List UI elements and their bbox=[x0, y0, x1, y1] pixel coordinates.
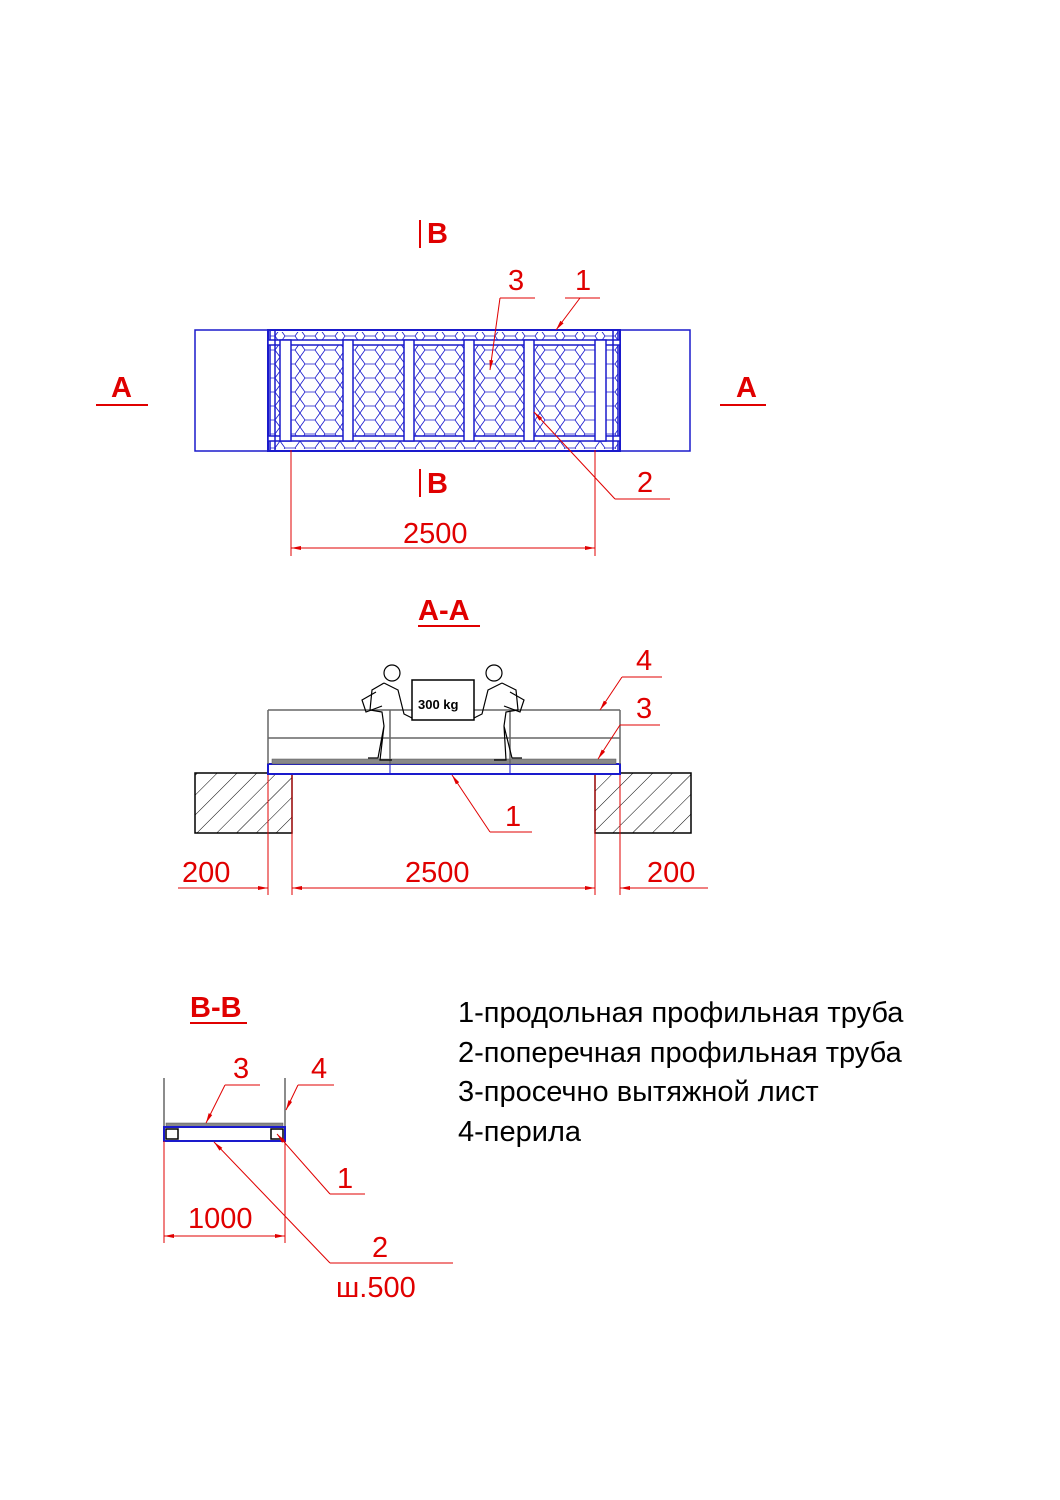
plan-support-right bbox=[617, 329, 691, 452]
aa-dim-left: 200 bbox=[182, 857, 230, 889]
section-mark-a-left: A bbox=[111, 372, 132, 404]
aa-mesh-sheet bbox=[271, 758, 617, 765]
aa-dim-right: 200 bbox=[647, 857, 695, 889]
plan-frame bbox=[267, 329, 621, 452]
section-aa-view: A-A bbox=[178, 595, 708, 895]
load-box bbox=[411, 679, 475, 721]
aa-support-left bbox=[194, 772, 293, 834]
load-label: 300 kg bbox=[418, 697, 459, 712]
legend-item-1: 1-продольная профильная труба bbox=[458, 997, 904, 1029]
section-mark-a-right: A bbox=[736, 372, 757, 404]
bb-transverse-tube bbox=[163, 1126, 286, 1142]
section-bb-view: B-B 3 4 1 2 ш.500 1000 bbox=[163, 992, 453, 1304]
aa-callout-4: 4 bbox=[636, 645, 652, 677]
plan-callout-3: 3 bbox=[508, 265, 524, 297]
legend-item-2: 2-поперечная профильная труба bbox=[458, 1036, 902, 1069]
legend: 1-продольная профильная труба 2-поперечн… bbox=[458, 994, 903, 1152]
aa-dim-span: 2500 bbox=[405, 857, 470, 889]
plan-mesh-deck bbox=[270, 332, 618, 449]
aa-deck-beam bbox=[267, 763, 621, 775]
bb-callout-2: 2 bbox=[372, 1232, 388, 1264]
plan-dim-length: 2500 bbox=[403, 518, 468, 550]
plan-view: A A B B 3 1 2 2500 bbox=[96, 218, 766, 556]
bb-callout-3: 3 bbox=[233, 1053, 249, 1085]
worker-right-figure bbox=[469, 664, 525, 761]
bb-longitudinal-tube-left bbox=[165, 1128, 179, 1140]
plan-longitudinal-tube-bottom bbox=[267, 435, 621, 442]
aa-support-right bbox=[594, 772, 692, 834]
legend-item-4: 4-перила bbox=[458, 1115, 581, 1148]
worker-left-figure bbox=[361, 664, 417, 761]
plan-callout-1: 1 bbox=[575, 265, 591, 297]
bb-pitch-note: ш.500 bbox=[336, 1272, 416, 1304]
plan-support-left bbox=[194, 329, 271, 452]
plan-longitudinal-tube-top bbox=[267, 339, 621, 346]
aa-callout-1: 1 bbox=[505, 801, 521, 833]
section-mark-b-bottom: B bbox=[427, 468, 448, 500]
bb-callout-1: 1 bbox=[337, 1163, 353, 1195]
legend-item-3: 3-просечно вытяжной лист bbox=[458, 1076, 819, 1108]
section-mark-b-top: B bbox=[427, 218, 448, 250]
bb-dim-width: 1000 bbox=[188, 1203, 253, 1235]
aa-callout-3: 3 bbox=[636, 693, 652, 725]
bb-callout-4: 4 bbox=[311, 1053, 327, 1085]
plan-callout-2: 2 bbox=[637, 467, 653, 499]
section-bb-title: B-B bbox=[190, 992, 242, 1024]
section-aa-title: A-A bbox=[418, 595, 470, 627]
plan-transverse-tubes bbox=[279, 339, 607, 442]
